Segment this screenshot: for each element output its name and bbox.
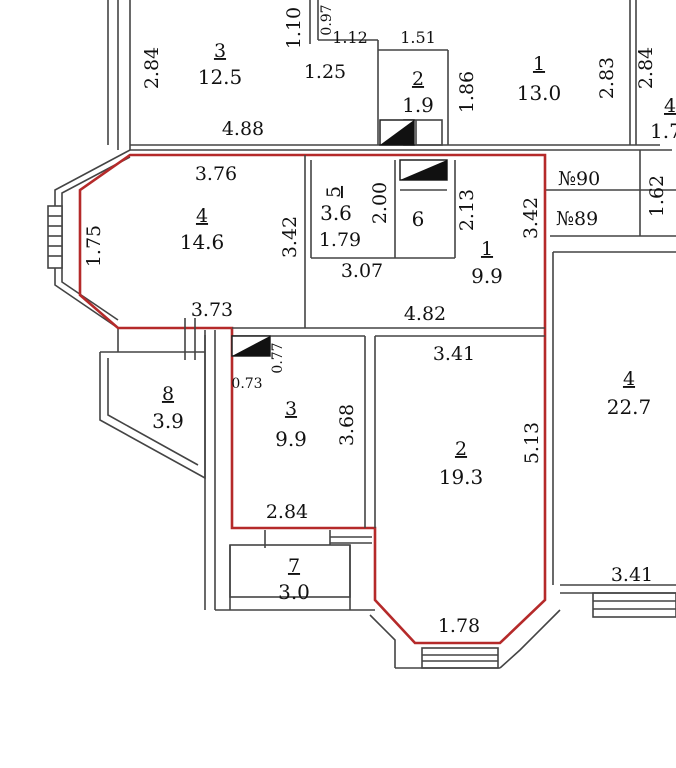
room-number: 1 (533, 53, 545, 75)
room-area: 13.0 (517, 81, 562, 105)
interior-walls (184, 155, 545, 528)
apartment-labels: №90 №89 (556, 168, 600, 230)
room-number: 4 (196, 205, 208, 227)
dimension: 2.00 (369, 182, 391, 224)
room-number: 5 (323, 186, 345, 198)
room-number: 2 (412, 68, 424, 90)
dimension: 1.79 (319, 229, 361, 251)
dimension: 0.77 (270, 342, 286, 373)
room-number: 8 (162, 383, 174, 405)
dimension: 2.84 (635, 47, 657, 89)
room-area: 1.7 (650, 119, 676, 143)
building-walls (47, 0, 676, 669)
dimension: 4.88 (222, 118, 264, 140)
room-area: 9.9 (471, 264, 503, 288)
dimension: 1.25 (304, 61, 346, 83)
dimension: 3.76 (195, 163, 237, 185)
dimension-labels: 2.84 1.10 0.97 1.12 1.51 1.25 1.86 2.83 … (83, 4, 668, 637)
room-area: 22.7 (607, 395, 652, 419)
dimension: 1.10 (283, 7, 305, 49)
room-area: 3.0 (278, 580, 310, 604)
dimension: 2.84 (141, 47, 163, 89)
room-number: 4 (664, 95, 676, 117)
dimension: 3.41 (433, 343, 475, 365)
dimension: 1.78 (438, 615, 480, 637)
shaft-icon (231, 119, 448, 357)
dimension: 1.12 (332, 28, 368, 47)
dimension: 1.51 (400, 28, 436, 47)
room-number: 3 (214, 40, 226, 62)
dimension: 3.41 (611, 564, 653, 586)
dimension: 1.62 (646, 175, 668, 217)
room-number: 1 (481, 238, 493, 260)
room-number: 2 (455, 438, 467, 460)
room-number: 6 (412, 207, 425, 231)
dimension: 2.13 (456, 189, 478, 231)
room-labels: 3 12.5 2 1.9 1 13.0 4 1.7 4 14.6 5 3.6 6… (152, 40, 676, 604)
dimension: 5.13 (521, 422, 543, 464)
dimension: 4.82 (404, 303, 446, 325)
dimension: 3.42 (520, 197, 542, 239)
room-area: 19.3 (439, 465, 484, 489)
dimension: 3.07 (341, 260, 383, 282)
room-area: 3.6 (320, 201, 352, 225)
dimension: 0.73 (231, 376, 262, 392)
room-area: 14.6 (180, 230, 225, 254)
dimension: 3.68 (336, 404, 358, 446)
apartment-number: №90 (558, 168, 600, 190)
room-area: 3.9 (152, 409, 184, 433)
dimension: 2.83 (596, 57, 618, 99)
dimension: 3.42 (279, 216, 301, 258)
dimension: 2.84 (266, 501, 308, 523)
apartment-number: №89 (556, 208, 598, 230)
dimension: 3.73 (191, 299, 233, 321)
room-area: 12.5 (198, 65, 243, 89)
dimension: 1.86 (456, 71, 478, 113)
room-number: 3 (285, 398, 297, 420)
room-area: 9.9 (275, 427, 307, 451)
dimension: 1.75 (83, 225, 105, 267)
room-area: 1.9 (402, 93, 434, 117)
room-number: 4 (623, 368, 635, 390)
dimension: 0.97 (319, 4, 335, 35)
room-number: 7 (288, 555, 300, 577)
